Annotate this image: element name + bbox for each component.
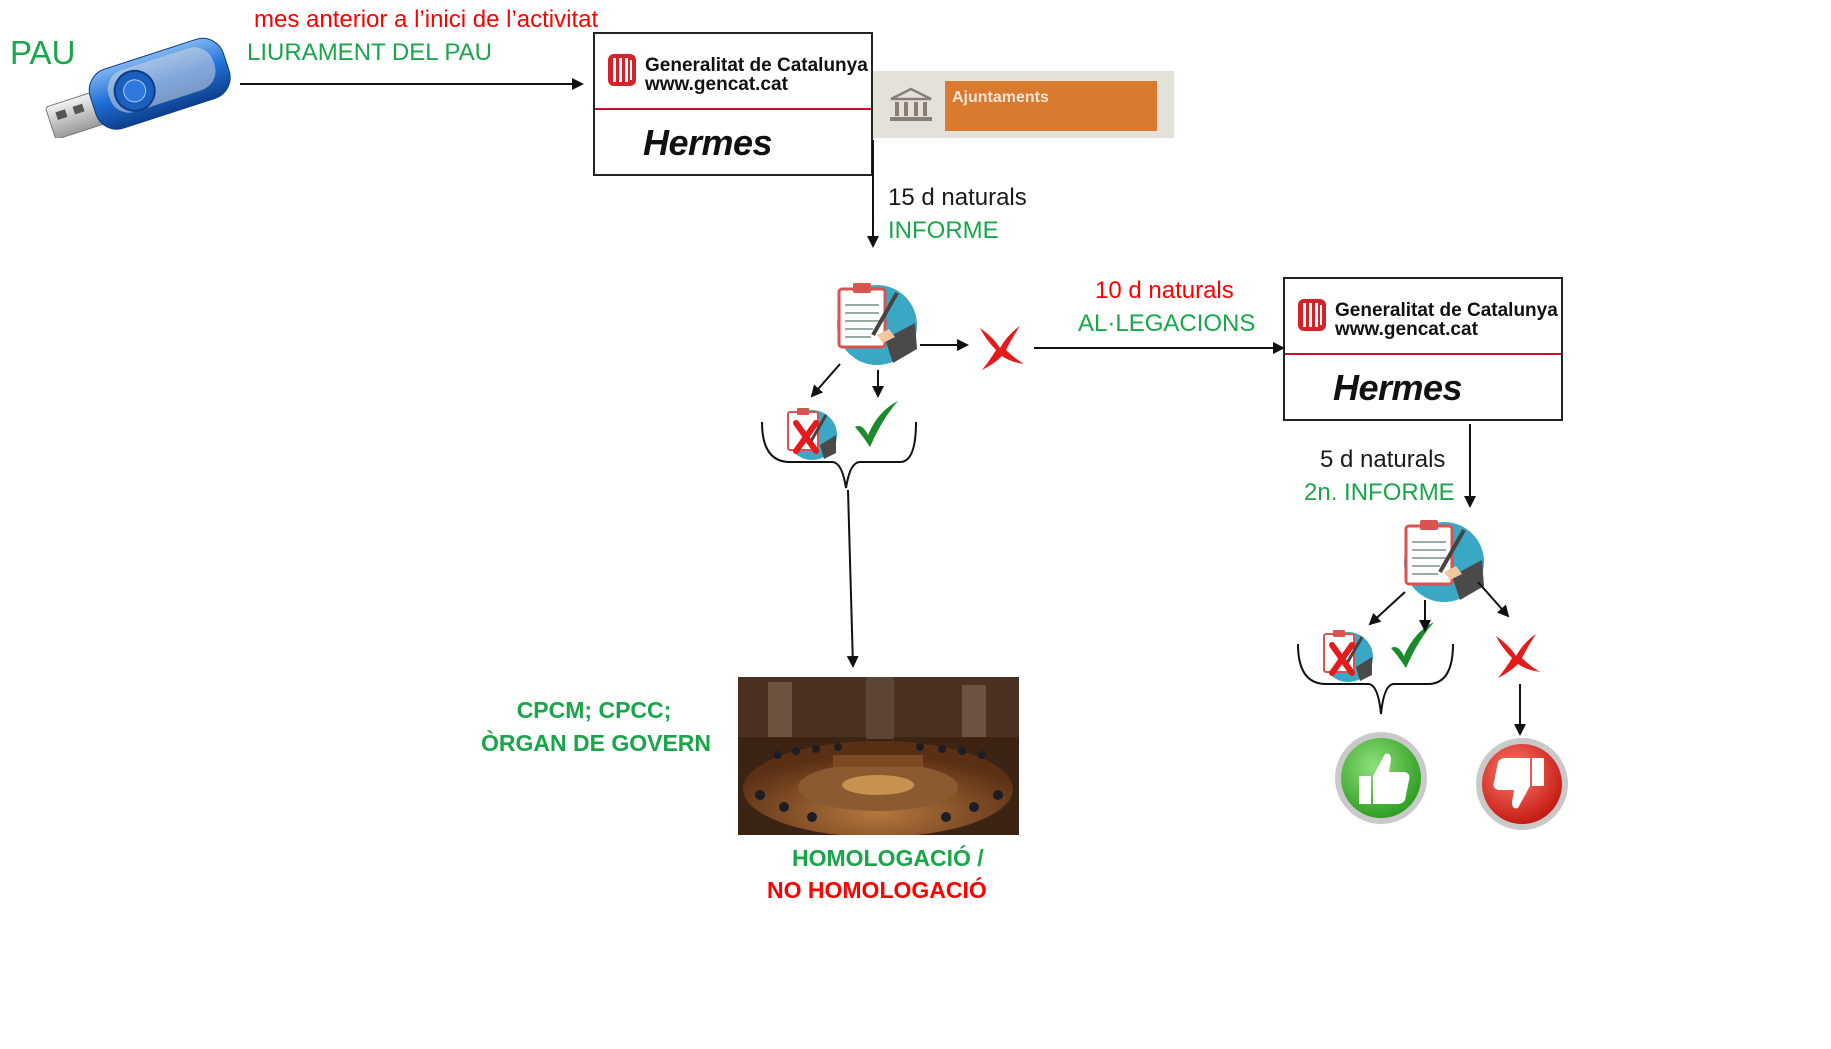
- gencat-portal-box-2: Generalitat de Catalunya www.gencat.cat …: [1283, 277, 1563, 421]
- org-website: www.gencat.cat: [1335, 319, 1478, 340]
- allegations-action: AL·LEGACIONS: [1078, 310, 1256, 337]
- ajuntaments-tab: Ajuntaments: [873, 71, 1174, 138]
- clipboard-report-icon: [833, 279, 919, 367]
- outcome-line1: HOMOLOGACIÓ /: [792, 845, 984, 871]
- ajuntaments-label: Ajuntaments: [952, 89, 1049, 106]
- clipboard-rejected-icon: [1320, 627, 1374, 683]
- report-days: 15 d naturals: [888, 184, 1027, 211]
- arrow-second-reject: [1368, 591, 1406, 626]
- gencat-portal-box: Generalitat de Catalunya www.gencat.cat …: [593, 32, 873, 176]
- bodies-line1: CPCM; CPCC;: [516, 697, 672, 723]
- delivery-label: LIURAMENT DEL PAU: [247, 39, 492, 66]
- org-name: Generalitat de Catalunya: [1335, 300, 1558, 321]
- outcome-line2: NO HOMOLOGACIÓ: [767, 877, 987, 903]
- arrow-to-council: [846, 489, 859, 668]
- thumbs-up-icon: [1333, 730, 1429, 826]
- brace-1: [761, 421, 917, 489]
- clipboard-report-icon: [1400, 516, 1486, 604]
- timing-label: mes anterior a l’inici de l’activitat: [254, 6, 599, 33]
- clipboard-rejected-icon: [784, 405, 838, 461]
- gencat-logo-icon: [608, 54, 636, 86]
- second-report-days: 5 d naturals: [1320, 446, 1446, 473]
- usb-drive-icon: [36, 26, 238, 140]
- arrow-second-x: [1477, 581, 1510, 618]
- system-name: Hermes: [643, 122, 773, 163]
- system-name: Hermes: [1333, 367, 1463, 408]
- thumbs-down-icon: [1474, 736, 1570, 832]
- org-name: Generalitat de Catalunya: [645, 55, 868, 76]
- red-x-icon: [974, 320, 1026, 372]
- town-hall-icon: [887, 87, 935, 123]
- second-report-action: 2n. INFORME: [1304, 479, 1455, 506]
- green-check-icon: [852, 399, 900, 449]
- green-check-icon: [1388, 620, 1436, 670]
- red-x-icon: [1490, 628, 1542, 680]
- bodies-line2: ÒRGAN DE GOVERN: [481, 730, 712, 756]
- council-chamber-photo: [738, 677, 1019, 835]
- allegations-days: 10 d naturals: [1095, 277, 1234, 304]
- gencat-logo-icon: [1298, 299, 1326, 331]
- brace-2: [1297, 643, 1454, 715]
- org-website: www.gencat.cat: [645, 74, 788, 95]
- pau-label: PAU: [10, 34, 76, 71]
- arrow-report-reject: [810, 363, 841, 398]
- report-action: INFORME: [888, 217, 999, 244]
